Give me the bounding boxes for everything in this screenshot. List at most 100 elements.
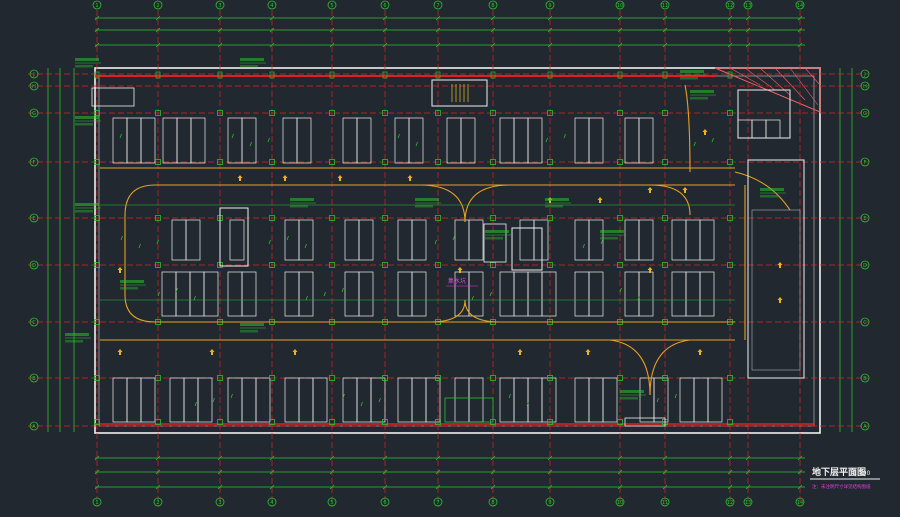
- right-dimension-lines: [839, 68, 853, 432]
- dimension-tick: [727, 455, 733, 461]
- structural-column: [490, 110, 496, 116]
- parking-stall-north: [140, 117, 156, 164]
- axis-label-col-7-bottom: 7: [436, 500, 439, 506]
- dimension-tick: [94, 469, 100, 475]
- structural-column: [155, 159, 161, 165]
- wall-column-marker: [94, 71, 100, 79]
- ramp-east: [747, 159, 805, 379]
- dimension-tick: [382, 42, 388, 48]
- parking-stall-mid-north: [699, 219, 715, 261]
- axis-bubble-col-11-bottom: [660, 497, 670, 507]
- dimension-tick: [435, 42, 441, 48]
- axis-bubble-col-4-top: [267, 0, 277, 10]
- stall-mark: [545, 137, 548, 143]
- core-west: [219, 207, 249, 267]
- traffic-arrow: [292, 349, 298, 355]
- structural-column: [382, 159, 388, 165]
- structural-column: [94, 159, 100, 165]
- dimension-tick: [329, 455, 335, 461]
- parking-stall-mid-north: [638, 219, 654, 261]
- traffic-arrow: [647, 267, 653, 273]
- annotation-text-block: [545, 198, 569, 201]
- axis-label-col-5-bottom: 5: [330, 500, 333, 506]
- axis-bubble-col-14-top: [795, 0, 805, 10]
- drawing-note: 注：未注明尺寸详见结构图纸: [812, 483, 871, 490]
- axis-label-col-1-top: 1: [95, 3, 98, 9]
- axis-label-row-E-left: E: [32, 216, 35, 222]
- axis-label-col-10-bottom: 10: [617, 500, 623, 506]
- axis-bubble-row-D-right: [860, 260, 870, 270]
- stall-mark: [231, 133, 234, 139]
- dimension-tick: [727, 15, 733, 21]
- axis-label-col-13-bottom: 13: [745, 500, 751, 506]
- stall-mark: [360, 401, 363, 407]
- axis-label-row-A-left: A: [32, 424, 36, 430]
- axis-label-col-6-top: 6: [383, 3, 386, 9]
- structural-column: [617, 262, 623, 268]
- structural-column: [617, 375, 623, 381]
- dimension-tick: [155, 484, 161, 490]
- structural-column: [269, 215, 275, 221]
- structural-column: [435, 419, 441, 425]
- parking-stall-mid-south: [541, 271, 557, 317]
- dimension-tick: [797, 15, 803, 21]
- annotation-text-block: [680, 70, 704, 73]
- parking-stall-mid-north: [185, 219, 201, 261]
- annotation-text-block: [240, 330, 258, 333]
- structural-column: [382, 262, 388, 268]
- stall-mark: [342, 393, 345, 399]
- traffic-arrow: [647, 187, 653, 193]
- annotation-text-block: [620, 390, 644, 393]
- dimension-tick: [269, 27, 275, 33]
- annotation-text-block: [240, 323, 264, 326]
- building-outline: [94, 67, 821, 434]
- axis-bubble-row-C-right: [860, 317, 870, 327]
- traffic-arrow: [117, 349, 123, 355]
- traffic-arrow: [457, 267, 463, 273]
- axis-bubble-row-C-left: [29, 317, 39, 327]
- dimension-tick: [547, 484, 553, 490]
- parking-stall-north: [460, 117, 476, 164]
- drive-aisles: [100, 84, 791, 396]
- dimension-tick: [745, 469, 751, 475]
- axis-label-col-8-top: 8: [491, 3, 494, 9]
- dimension-tick: [329, 42, 335, 48]
- axis-label-col-12-bottom: 12: [727, 500, 733, 506]
- traffic-arrow: [517, 349, 523, 355]
- axis-label-col-2-top: 2: [156, 3, 159, 9]
- annotation-text-block: [65, 340, 83, 343]
- axis-label-col-5-top: 5: [330, 3, 333, 9]
- stall-mark: [415, 141, 418, 147]
- axis-bubble-col-10-bottom: [615, 497, 625, 507]
- annotation-text-block: [760, 188, 784, 191]
- dimension-tick: [435, 469, 441, 475]
- dimension-tick: [727, 484, 733, 490]
- axis-bubble-col-1-bottom: [92, 497, 102, 507]
- axis-bubble-row-H-left: [29, 81, 39, 91]
- parking-stall-north: [408, 117, 424, 164]
- dimension-tick: [382, 469, 388, 475]
- axis-bubble-col-10-top: [615, 0, 625, 10]
- dimension-tick: [490, 27, 496, 33]
- dimension-tick: [490, 484, 496, 490]
- structural-column: [269, 110, 275, 116]
- axis-label-col-12-top: 12: [727, 3, 733, 9]
- axis-label-row-D-right: D: [863, 263, 867, 269]
- axis-label-col-2-bottom: 2: [156, 500, 159, 506]
- left-dimension-lines: [47, 68, 75, 432]
- parking-stall-north: [527, 117, 543, 164]
- stall-mark: [674, 393, 677, 399]
- dimension-tick: [797, 455, 803, 461]
- parking-stall-mid-south: [588, 271, 604, 317]
- annotation-text-block: [415, 198, 439, 201]
- structural-column: [382, 110, 388, 116]
- stall-mark: [249, 141, 252, 147]
- parking-stall-mid-south: [699, 271, 715, 317]
- parking-stall-south: [140, 377, 156, 423]
- wall-column-marker: [382, 71, 388, 79]
- axis-bubble-col-13-bottom: [743, 497, 753, 507]
- parking-stall-mid-south: [298, 271, 314, 317]
- axis-label-row-F-right: F: [864, 160, 867, 166]
